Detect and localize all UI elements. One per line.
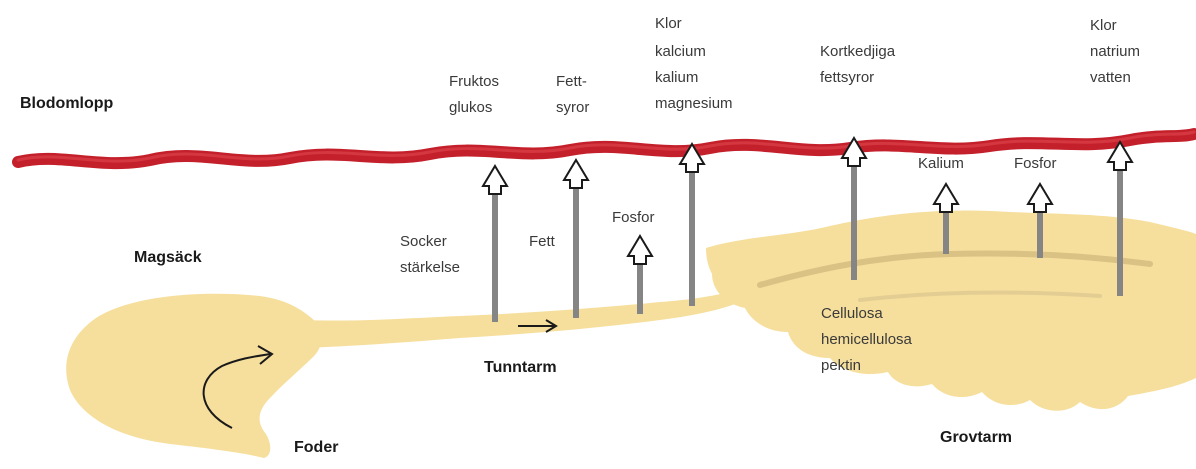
kortkedjiga-label: Kortkedjiga bbox=[820, 44, 895, 59]
glukos-label: glukos bbox=[449, 100, 492, 115]
fett-dash-label: Fett- bbox=[556, 74, 587, 89]
absorption-arrow-icon bbox=[628, 236, 652, 314]
vatten-label: vatten bbox=[1090, 70, 1131, 85]
kalcium-label: kalcium bbox=[655, 44, 706, 59]
absorption-arrow-icon bbox=[483, 166, 507, 322]
fruktos-label: Fruktos bbox=[449, 74, 499, 89]
grovtarm-label: Grovtarm bbox=[940, 430, 1012, 446]
magsack-label: Magsäck bbox=[134, 250, 202, 266]
magnesium-label: magnesium bbox=[655, 96, 733, 111]
absorption-arrow-icon bbox=[564, 160, 588, 318]
cellulosa-label: Cellulosa bbox=[821, 306, 883, 321]
syror-label: syror bbox=[556, 100, 589, 115]
fettsyror-label: fettsyror bbox=[820, 70, 874, 85]
klor-2-label: Klor bbox=[1090, 18, 1117, 33]
pektin-label: pektin bbox=[821, 358, 861, 373]
stomach bbox=[66, 294, 321, 458]
kalium-mineral-label: kalium bbox=[655, 70, 698, 85]
kalium-label: Kalium bbox=[918, 156, 964, 171]
fosfor-large-label: Fosfor bbox=[1014, 156, 1057, 171]
absorption-arrow-icon bbox=[680, 144, 704, 306]
small-intestine bbox=[300, 292, 735, 348]
fett-label: Fett bbox=[529, 234, 555, 249]
starkelse-label: stärkelse bbox=[400, 260, 460, 275]
fosfor-small-label: Fosfor bbox=[612, 210, 655, 225]
socker-label: Socker bbox=[400, 234, 447, 249]
tunntarm-label: Tunntarm bbox=[484, 360, 557, 376]
blodomlopp-label: Blodomlopp bbox=[20, 96, 113, 112]
natrium-label: natrium bbox=[1090, 44, 1140, 59]
klor-label: Klor bbox=[655, 16, 682, 31]
hemicellulosa-label: hemicellulosa bbox=[821, 332, 912, 347]
foder-label: Foder bbox=[294, 440, 338, 456]
